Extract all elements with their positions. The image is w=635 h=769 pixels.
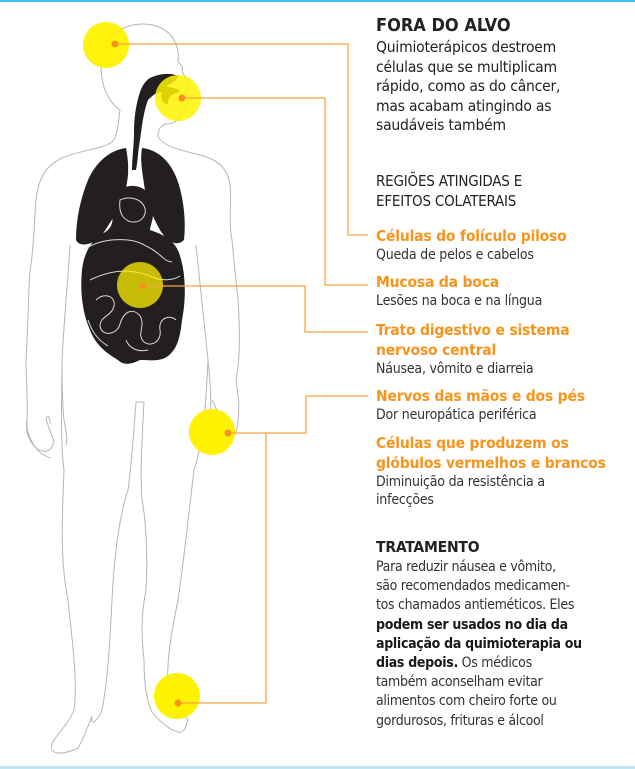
intro-line: mas acabam atingindo as xyxy=(376,96,552,115)
regions-heading-line: REGIÕES ATINGIDAS E xyxy=(376,172,523,190)
region-item-blood-cells: Células que produzem os glóbulos vermelh… xyxy=(376,433,634,509)
region-description: infecções xyxy=(376,492,434,508)
region-item-mouth-mucosa: Mucosa da boca Lesões na boca e na língu… xyxy=(376,272,634,310)
region-title: glóbulos vermelhos e brancos xyxy=(376,454,606,472)
body-outline xyxy=(25,23,240,754)
treatment-line: gordurosos, frituras e álcool xyxy=(376,712,544,729)
regions-heading-line: EFEITOS COLATERAIS xyxy=(376,192,517,210)
region-description: Náusea, vômito e diarreia xyxy=(376,361,534,377)
regions-heading: REGIÕES ATINGIDAS E EFEITOS COLATERAIS xyxy=(376,171,631,211)
region-description: Diminuição da resistência a xyxy=(376,474,545,490)
treatment-line: podem ser usados no dia da xyxy=(376,616,568,633)
highlight-head xyxy=(83,22,129,68)
intro-line: saudáveis também xyxy=(376,116,506,134)
connector-mouth xyxy=(182,97,368,286)
connector-abdomen xyxy=(143,285,368,333)
region-title: Nervos das mãos e dos pés xyxy=(376,387,585,405)
treatment-line: são recomendados medicamen- xyxy=(376,578,570,595)
treatment-text: Para reduzir náusea e vômito, são recome… xyxy=(376,558,634,731)
region-title: Células que produzem os xyxy=(376,434,569,452)
region-title: Mucosa da boca xyxy=(376,273,499,291)
intro-text: Quimioterápicos destroem células que se … xyxy=(376,38,635,136)
highlight-mouth xyxy=(155,75,201,121)
bottom-rule xyxy=(0,766,635,769)
treatment-line: alimentos com cheiro forte ou xyxy=(376,693,557,710)
region-description: Dor neuropática periférica xyxy=(376,407,537,423)
treatment-line: dias depois. Os médicos xyxy=(376,655,532,672)
marker-dots xyxy=(111,40,232,707)
intro-line: células que se multiplicam xyxy=(376,57,557,76)
connector-head xyxy=(115,43,368,236)
connector-foot xyxy=(178,433,267,704)
region-description: Lesões na boca e na língua xyxy=(376,293,543,309)
region-description: Queda de pelos e cabelos xyxy=(376,247,534,263)
highlight-circles xyxy=(83,22,235,719)
region-item-digestive-nervous: Trato digestivo e sistema nervoso centra… xyxy=(376,320,634,378)
treatment-line: tos chamados antieméticos. Eles xyxy=(376,597,575,614)
treatment-heading: TRATAMENTO xyxy=(376,538,480,556)
region-title: Células do folículo piloso xyxy=(376,227,567,245)
top-rule xyxy=(0,0,635,2)
connector-hand xyxy=(228,395,368,434)
region-title: nervoso central xyxy=(376,341,497,359)
treatment-line: também aconselham evitar xyxy=(376,674,543,691)
region-item-hair-follicle: Células do folículo piloso Queda de pelo… xyxy=(376,226,634,264)
intro-line: Quimioterápicos destroem xyxy=(376,38,557,56)
highlight-foot xyxy=(154,673,200,719)
region-title: Trato digestivo e sistema xyxy=(376,321,570,339)
connector-lines xyxy=(115,43,368,704)
intro-line: rápido, como as do câncer, xyxy=(376,77,561,95)
treatment-line: aplicação da quimioterapia ou xyxy=(376,635,582,652)
treatment-line: Para reduzir náusea e vômito, xyxy=(376,559,556,575)
highlight-hand xyxy=(189,409,235,455)
infographic-title: FORA DO ALVO xyxy=(376,15,511,36)
region-item-hand-foot-nerves: Nervos das mãos e dos pés Dor neuropátic… xyxy=(376,386,634,424)
